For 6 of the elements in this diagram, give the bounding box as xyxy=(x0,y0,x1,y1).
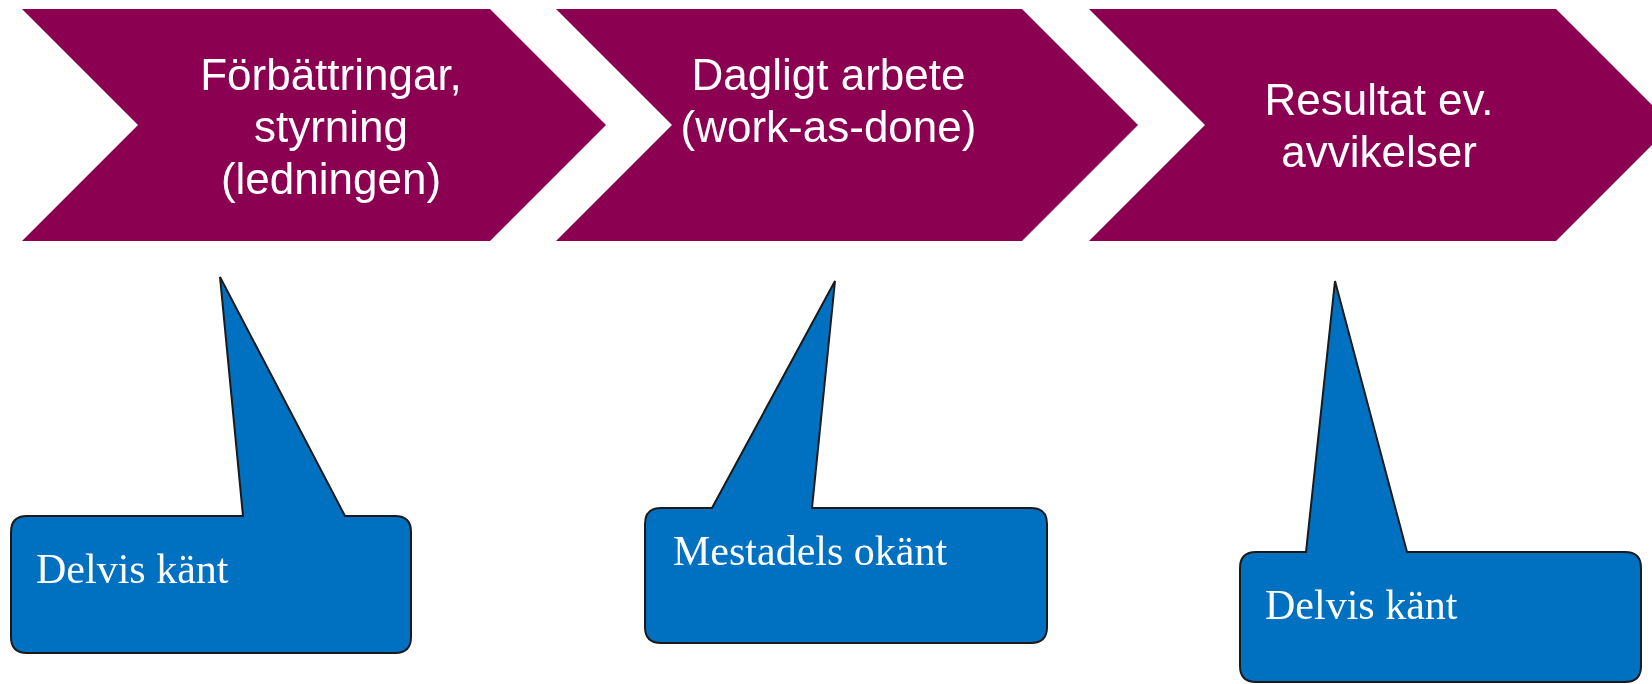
step-label: Resultat ev. avvikelser xyxy=(1263,74,1495,178)
step-label: Dagligt arbete (work-as-done) xyxy=(679,49,978,153)
callout-text: Delvis känt xyxy=(36,545,229,593)
step-label: Förbättringar, styrning (ledningen) xyxy=(199,49,463,205)
callout-text: Mestadels okänt xyxy=(673,527,948,575)
callout-text: Delvis känt xyxy=(1265,581,1458,629)
